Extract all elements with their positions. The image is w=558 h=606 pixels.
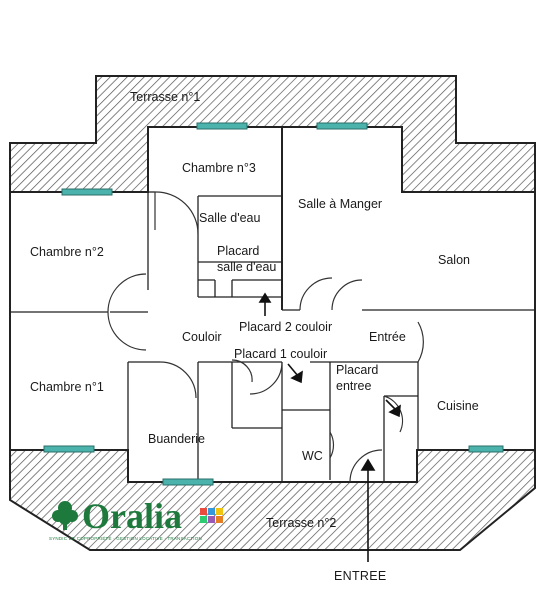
couloir-label: Couloir [182, 330, 222, 344]
window [468, 445, 504, 453]
colored-blocks-icon [200, 508, 223, 523]
window [61, 188, 113, 196]
cuisine-label: Cuisine [437, 399, 479, 413]
buanderie-label: Buanderie [148, 432, 205, 446]
terrasse-1-label: Terrasse n°1 [130, 90, 200, 104]
chambre-2-label: Chambre n°2 [30, 245, 104, 259]
logo-name: Oralia [82, 496, 182, 536]
placard-1-couloir-label: Placard 1 couloir [234, 347, 327, 361]
entree-arrow-label: ENTREE [334, 569, 387, 583]
window [43, 445, 95, 453]
placard-salle-eau-label-1: Placard [217, 244, 259, 258]
window [316, 122, 368, 130]
salle-manger-label: Salle à Manger [298, 197, 382, 211]
chambre-3-label: Chambre n°3 [182, 161, 256, 175]
placard-salle-eau-label-2: salle d'eau [217, 260, 276, 274]
placard-entree-label-1: Placard [336, 363, 378, 377]
placard-2-couloir-label: Placard 2 couloir [239, 320, 332, 334]
logo-tagline: SYNDIC DE COPROPRIÉTÉ · GESTION LOCATIVE… [49, 535, 202, 541]
chambre-1-label: Chambre n°1 [30, 380, 104, 394]
salle-eau-label: Salle d'eau [199, 211, 261, 225]
arrows [258, 292, 401, 562]
entree-label: Entrée [369, 330, 406, 344]
salon-label: Salon [438, 253, 470, 267]
tree-icon [52, 501, 78, 530]
wc-label: WC [302, 449, 323, 463]
terrace-1-area [9, 75, 536, 193]
oralia-logo: Oralia SYNDIC DE COPROPRIÉTÉ · GESTION L… [49, 496, 223, 541]
room-labels: Terrasse n°1 Chambre n°3 Salle d'eau Pla… [30, 90, 479, 583]
placard-entree-label-2: entree [336, 379, 371, 393]
window [196, 122, 248, 130]
windows [43, 122, 504, 486]
window [162, 478, 214, 486]
terrasse-2-label: Terrasse n°2 [266, 516, 336, 530]
